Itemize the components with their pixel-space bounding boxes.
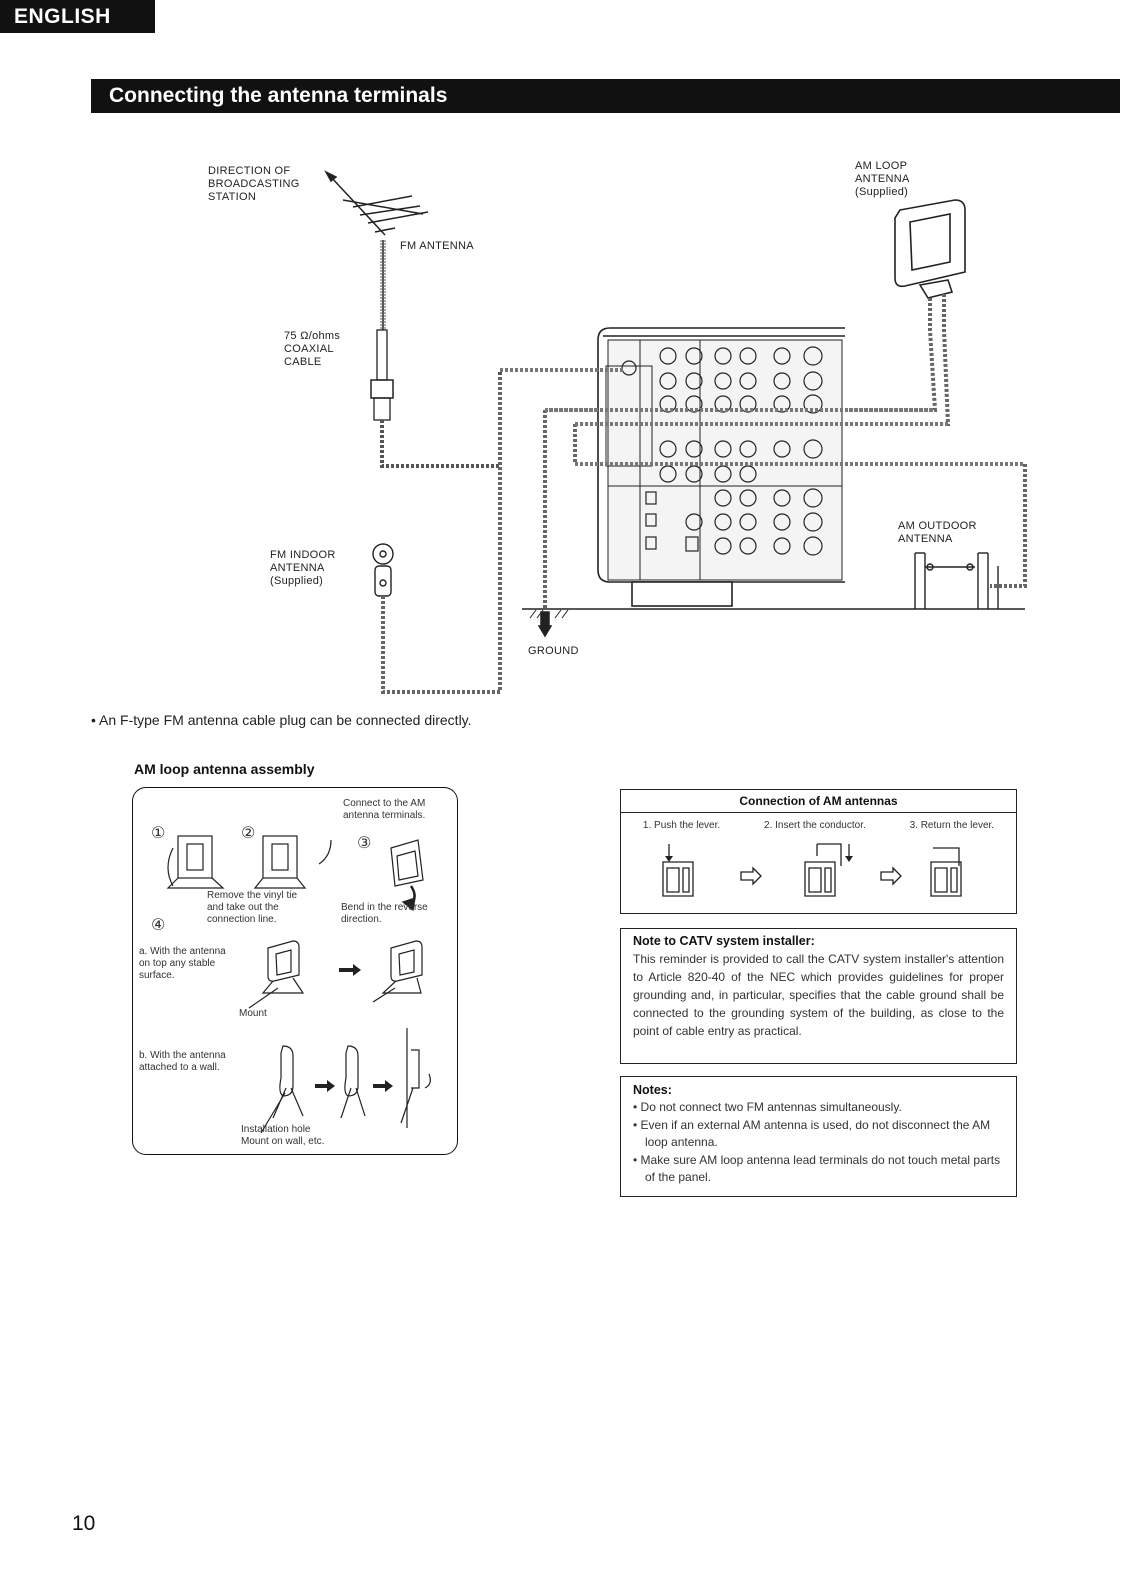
section-title: Connecting the antenna terminals bbox=[91, 79, 1120, 113]
note-item: • Make sure AM loop antenna lead termina… bbox=[633, 1152, 1001, 1185]
step-1-marker: ① bbox=[151, 825, 166, 842]
assembly-illustration bbox=[166, 835, 431, 1134]
step-3-marker: ③ bbox=[357, 835, 372, 852]
connection-title: Connection of AM antennas bbox=[621, 790, 1016, 813]
fm-indoor-label: FM INDOOR ANTENNA (Supplied) bbox=[270, 549, 336, 587]
fm-antenna-icon bbox=[324, 170, 429, 330]
fm-indoor-antenna-icon bbox=[372, 375, 502, 694]
option-b-text: b. With the antenna attached to a wall. bbox=[139, 1050, 226, 1073]
terminal-steps-illustration bbox=[662, 843, 962, 897]
receiver-rear-panel bbox=[597, 327, 845, 607]
notes-box: Notes: • Do not connect two FM antennas … bbox=[620, 1076, 1017, 1197]
connection-box: Connection of AM antennas 1. Push the le… bbox=[620, 789, 1017, 914]
connection-step-3: 3. Return the lever. bbox=[909, 820, 995, 831]
step-2-marker: ② bbox=[241, 825, 256, 842]
fm-antenna-label: FM ANTENNA bbox=[400, 240, 474, 252]
note-item: • Even if an external AM antenna is used… bbox=[633, 1117, 991, 1150]
direction-label: DIRECTION OF BROADCASTING STATION bbox=[208, 165, 300, 203]
page-number: 10 bbox=[72, 1512, 96, 1535]
connection-diagram bbox=[324, 170, 1027, 694]
mount-text: Mount bbox=[239, 1008, 267, 1019]
assembly-panel: Connect to the AM antenna terminals. ① ②… bbox=[132, 787, 458, 1155]
coax-cable-label: 75 Ω/ohms COAXIAL CABLE bbox=[284, 330, 341, 368]
notes-title: Notes: bbox=[633, 1083, 672, 1097]
ground-icon bbox=[522, 608, 1025, 638]
connection-step-1: 1. Push the lever. bbox=[642, 820, 721, 831]
notes-list: • Do not connect two FM antennas simulta… bbox=[633, 1099, 1004, 1187]
remove-tie-text: Remove the vinyl tie and take out the co… bbox=[207, 890, 298, 925]
step-4-marker: ④ bbox=[151, 917, 166, 934]
ground-label: GROUND bbox=[528, 645, 579, 657]
ftype-note: • An F-type FM antenna cable plug can be… bbox=[91, 712, 472, 728]
catv-note-box: Note to CATV system installer: This remi… bbox=[620, 928, 1017, 1064]
option-a-text: a. With the antenna on top any stable su… bbox=[139, 946, 226, 981]
am-outdoor-wire bbox=[543, 410, 1027, 610]
am-outdoor-antenna-icon bbox=[914, 552, 999, 609]
connection-step-2: 2. Insert the conductor. bbox=[764, 820, 866, 831]
assembly-heading: AM loop antenna assembly bbox=[134, 761, 315, 777]
am-loop-label: AM LOOP ANTENNA (Supplied) bbox=[855, 160, 910, 198]
note-item: • Do not connect two FM antennas simulta… bbox=[633, 1100, 902, 1114]
language-tab: ENGLISH bbox=[0, 0, 155, 33]
connect-terminals-text: Connect to the AM antenna terminals. bbox=[343, 798, 426, 821]
bend-text: Bend in the reverse direction. bbox=[341, 902, 428, 925]
install-hole-text: Installation hole Mount on wall, etc. bbox=[241, 1124, 325, 1147]
am-outdoor-label: AM OUTDOOR ANTENNA bbox=[898, 520, 977, 545]
catv-title: Note to CATV system installer: bbox=[633, 934, 815, 948]
catv-body: This reminder is provided to call the CA… bbox=[633, 952, 1004, 1038]
